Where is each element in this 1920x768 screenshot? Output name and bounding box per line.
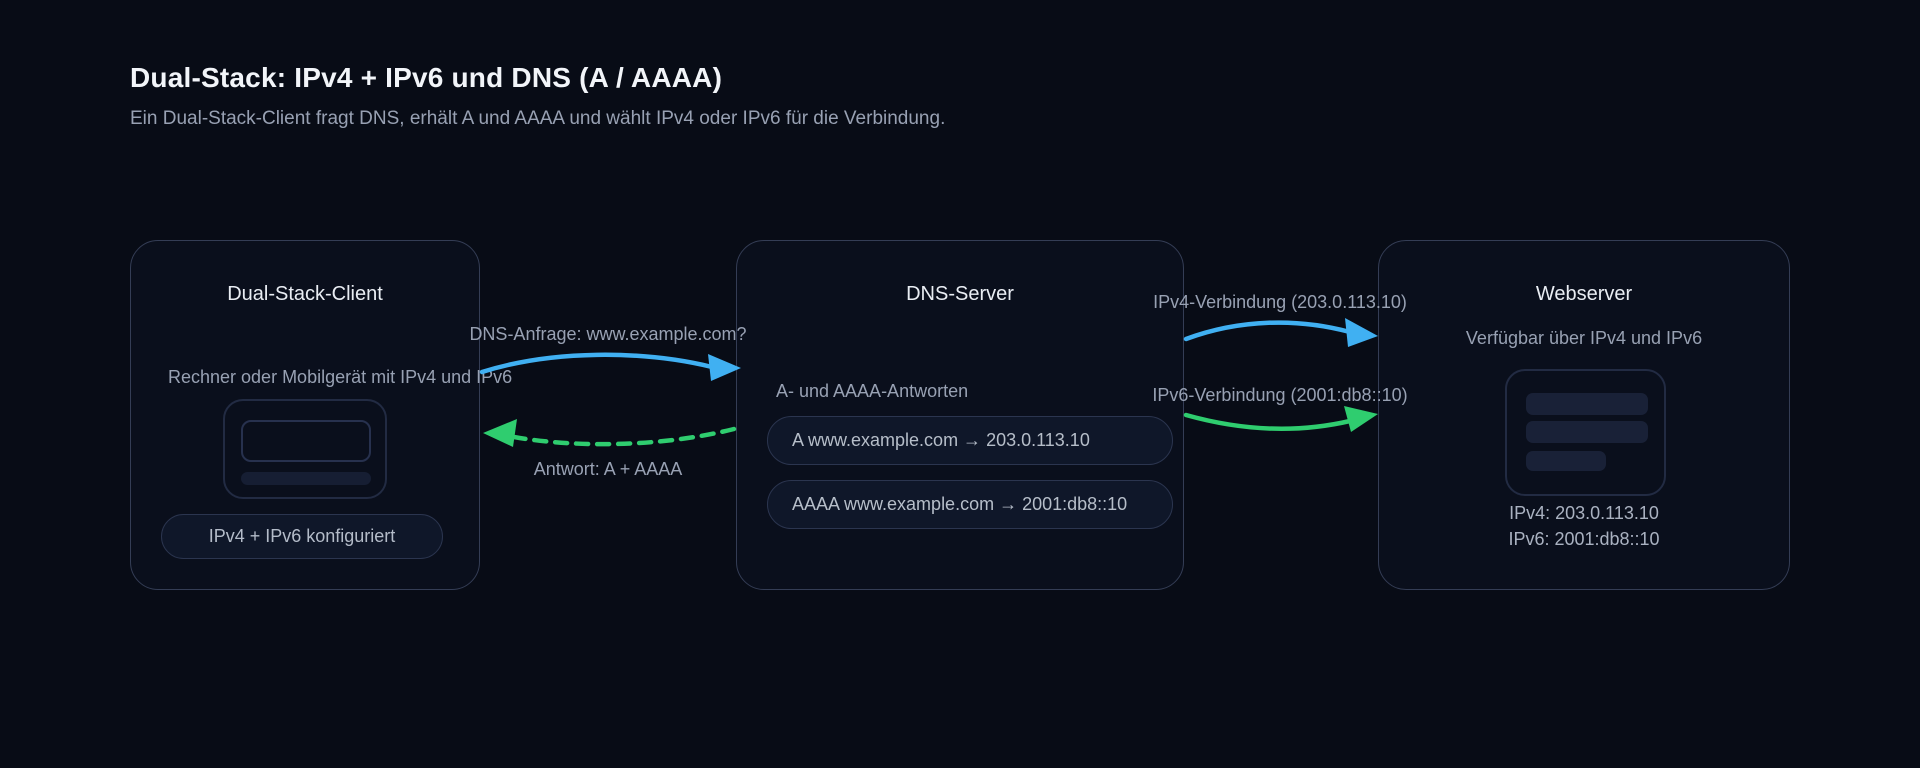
- dns-records-label: A- und AAAA-Antworten: [776, 381, 969, 401]
- dns-node-title: DNS-Server: [906, 283, 1014, 305]
- ipv4-connection-arrow: [1183, 320, 1353, 342]
- server-rack-bar: [1526, 451, 1606, 471]
- client-node-title: Dual-Stack-Client: [227, 283, 383, 305]
- device-screen: [241, 420, 371, 462]
- webserver-node-title: Webserver: [1535, 283, 1633, 305]
- ipv6-connection-arrow: [1183, 412, 1353, 431]
- page-title: Dual-Stack: IPv4 + IPv6 und DNS (A / AAA…: [130, 62, 723, 93]
- ipv4-connection-label: IPv4-Verbindung (203.0.113.10): [1153, 292, 1407, 312]
- dns-record-a: A www.example.com → 203.0.113.10: [767, 416, 1173, 465]
- dns-answer-label: Antwort: A + AAAA: [533, 459, 683, 479]
- dns-record-aaaa: AAAA www.example.com → 2001:db8::10: [767, 480, 1173, 529]
- device-home-bar: [241, 472, 371, 485]
- server-rack-bar: [1526, 393, 1648, 415]
- client-node-description: Rechner oder Mobilgerät mit IPv4 und IPv…: [168, 367, 513, 387]
- webserver-ipv4-address: IPv4: 203.0.113.10: [1509, 503, 1659, 523]
- dns-answer-arrow: [511, 426, 737, 447]
- dns-node: DNS-Server A- und AAAA-Antworten A www.e…: [736, 240, 1184, 590]
- ipv6-connection-arrowhead: [1344, 406, 1378, 432]
- webserver-node-description: Verfügbar über IPv4 und IPv6: [1465, 328, 1703, 348]
- server-rack-bar: [1526, 421, 1648, 443]
- client-config-badge: IPv4 + IPv6 konfiguriert: [161, 514, 443, 559]
- dns-query-arrow: [479, 352, 715, 375]
- webserver-ipv6-address: IPv6: 2001:db8::10: [1508, 529, 1660, 549]
- page-subtitle: Ein Dual-Stack-Client fragt DNS, erhält …: [130, 108, 946, 129]
- webserver-node: Webserver Verfügbar über IPv4 und IPv6 I…: [1378, 240, 1790, 590]
- server-icon: [1505, 369, 1666, 496]
- dns-answer-arrowhead: [483, 419, 517, 447]
- device-icon: [223, 399, 387, 499]
- client-node: Dual-Stack-Client Rechner oder Mobilgerä…: [130, 240, 512, 590]
- ipv4-connection-arrowhead: [1345, 318, 1378, 347]
- dns-query-label: DNS-Anfrage: www.example.com?: [469, 324, 747, 344]
- ipv6-connection-label: IPv6-Verbindung (2001:db8::10): [1152, 385, 1408, 405]
